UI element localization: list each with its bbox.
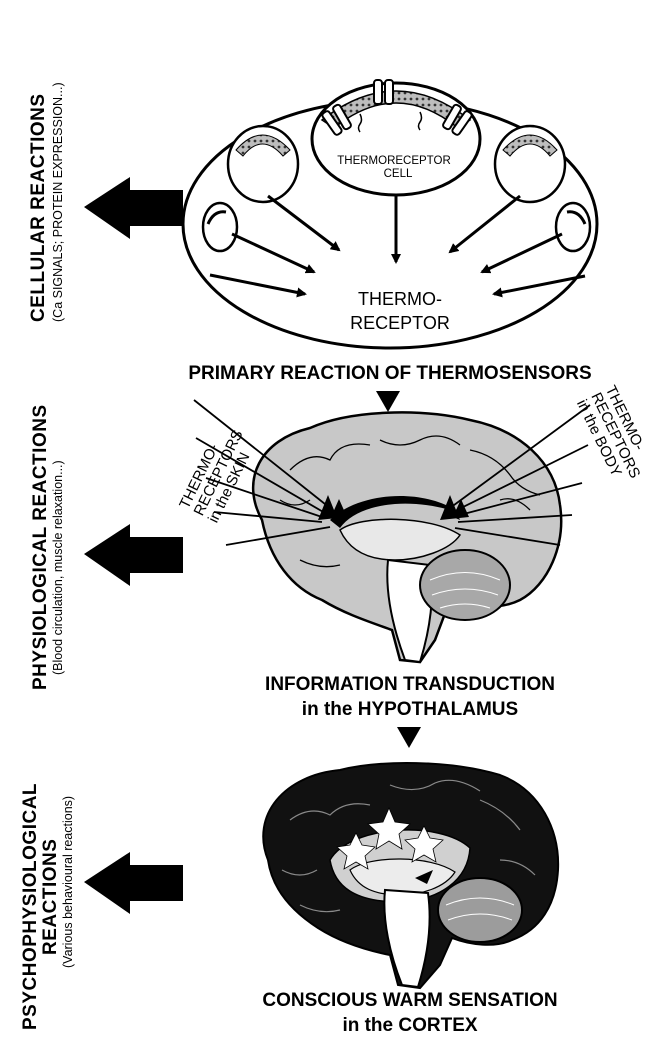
cellular-reactions-subtitle: (Ca SIGNALS; PROTEIN EXPRESSION...) (51, 82, 65, 322)
brain1-cerebellum (420, 550, 510, 620)
psychophysiological-title-line2: REACTIONS (40, 839, 61, 955)
psychophysiological-title-line1: PSYCHOPHYSIOLOGICAL (20, 783, 41, 1030)
cellular-reactions-label-group: CELLULAR REACTIONS (Ca SIGNALS; PROTEIN … (28, 82, 65, 322)
brain2-brainstem (384, 890, 429, 987)
thermoreceptors-body-label: THERMO- RECEPTORS in the BODY (573, 383, 647, 488)
left-arrow-icon-psychophysiological (84, 852, 183, 914)
brain2-cerebellum (438, 878, 522, 942)
side-cell-lower-left (203, 203, 237, 251)
psychophysiological-reactions-label-group: PSYCHOPHYSIOLOGICAL REACTIONS (Various b… (20, 783, 75, 1030)
left-arrow-icon-cellular (84, 177, 183, 239)
thermoreceptor-cell-label-line2: CELL (384, 168, 413, 180)
cortex-caption-line2: in the CORTEX (342, 1015, 477, 1036)
thermoreceptors-skin-label: THERMO- RECEPTORS in the SKIN (176, 420, 261, 525)
psychophysiological-subtitle: (Various behavioural reactions) (61, 796, 75, 968)
down-arrow-icon-2 (397, 727, 421, 748)
physiological-reactions-title: PHYSIOLOGICAL REACTIONS (30, 404, 51, 690)
physiological-reactions-label-group: PHYSIOLOGICAL REACTIONS (Blood circulati… (30, 404, 65, 690)
brain-cortex (263, 763, 558, 988)
thermoreceptor-cell-label-line1: THERMORECEPTOR (337, 155, 451, 167)
cellular-reactions-title: CELLULAR REACTIONS (28, 93, 49, 322)
cortex-caption-line1: CONSCIOUS WARM SENSATION (262, 990, 557, 1011)
hypothalamus-caption-line2: in the HYPOTHALAMUS (302, 699, 518, 720)
hypothalamus-caption-line1: INFORMATION TRANSDUCTION (265, 674, 555, 695)
cell-diagram: THERMORECEPTOR CELL THERMO- RECEPTOR (183, 80, 597, 348)
brain-hypothalamus: THERMO- RECEPTORS in the SKIN THERMO- RE… (176, 383, 647, 662)
left-arrow-icon-physiological (84, 524, 183, 586)
down-arrow-icon-1 (376, 391, 400, 412)
thermoreceptor-label-line1: THERMO- (358, 289, 442, 309)
primary-reaction-caption: PRIMARY REACTION OF THERMOSENSORS (188, 363, 591, 384)
thermoreceptor-label-line2: RECEPTOR (350, 313, 450, 333)
physiological-reactions-subtitle: (Blood circulation, muscle relaxation...… (51, 460, 65, 675)
side-cell-lower-right (556, 203, 590, 251)
